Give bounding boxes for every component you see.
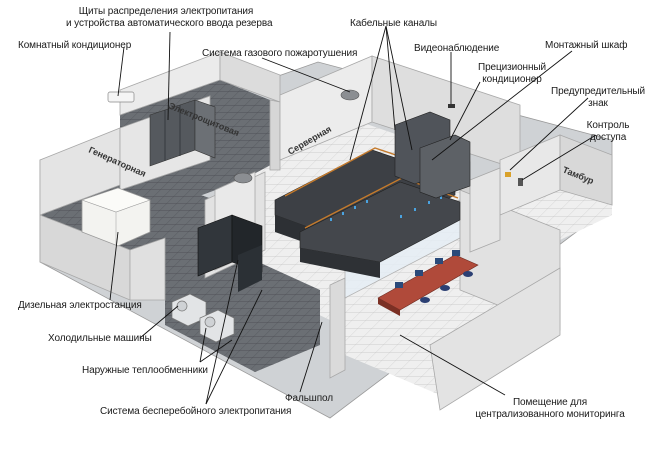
label-ups: Система бесперебойного электропитания <box>100 406 292 417</box>
warning-sign <box>505 172 511 177</box>
leader-lines <box>109 25 597 405</box>
diesel-generator <box>81 187 151 247</box>
label-access-control: Контроль доступа <box>586 120 630 143</box>
cctv-camera <box>448 104 455 108</box>
access-control-panel <box>518 178 523 186</box>
label-raised-floor: Фальшпол <box>285 393 334 404</box>
room-ac-unit <box>107 91 135 103</box>
label-room-ac: Комнатный кондиционер <box>18 40 132 51</box>
precision-ac <box>394 111 471 199</box>
label-heat-exchangers: Наружные теплообменники <box>82 365 208 376</box>
label-precision-ac: Прецизионный кондиционер <box>478 62 546 85</box>
label-power-panels: Щиты распределения электропитания и устр… <box>66 6 273 29</box>
label-rack: Монтажный шкаф <box>545 40 628 51</box>
label-cctv: Видеонаблюдение <box>414 43 500 54</box>
label-warning-sign: Предупредительный знак <box>550 86 645 109</box>
monitoring-desk <box>377 250 479 316</box>
label-cable-channels: Кабельные каналы <box>350 18 437 29</box>
label-diesel: Дизельная электростанция <box>18 300 142 311</box>
label-gas-fire: Система газового пожаротушения <box>202 48 358 59</box>
label-monitoring: Помещение для централизованного монитори… <box>475 397 625 420</box>
label-chillers: Холодильные машины <box>48 333 152 344</box>
gas-fire-nozzles <box>233 89 360 184</box>
ups-cabinets <box>197 214 263 292</box>
electrical-panels <box>149 99 216 167</box>
